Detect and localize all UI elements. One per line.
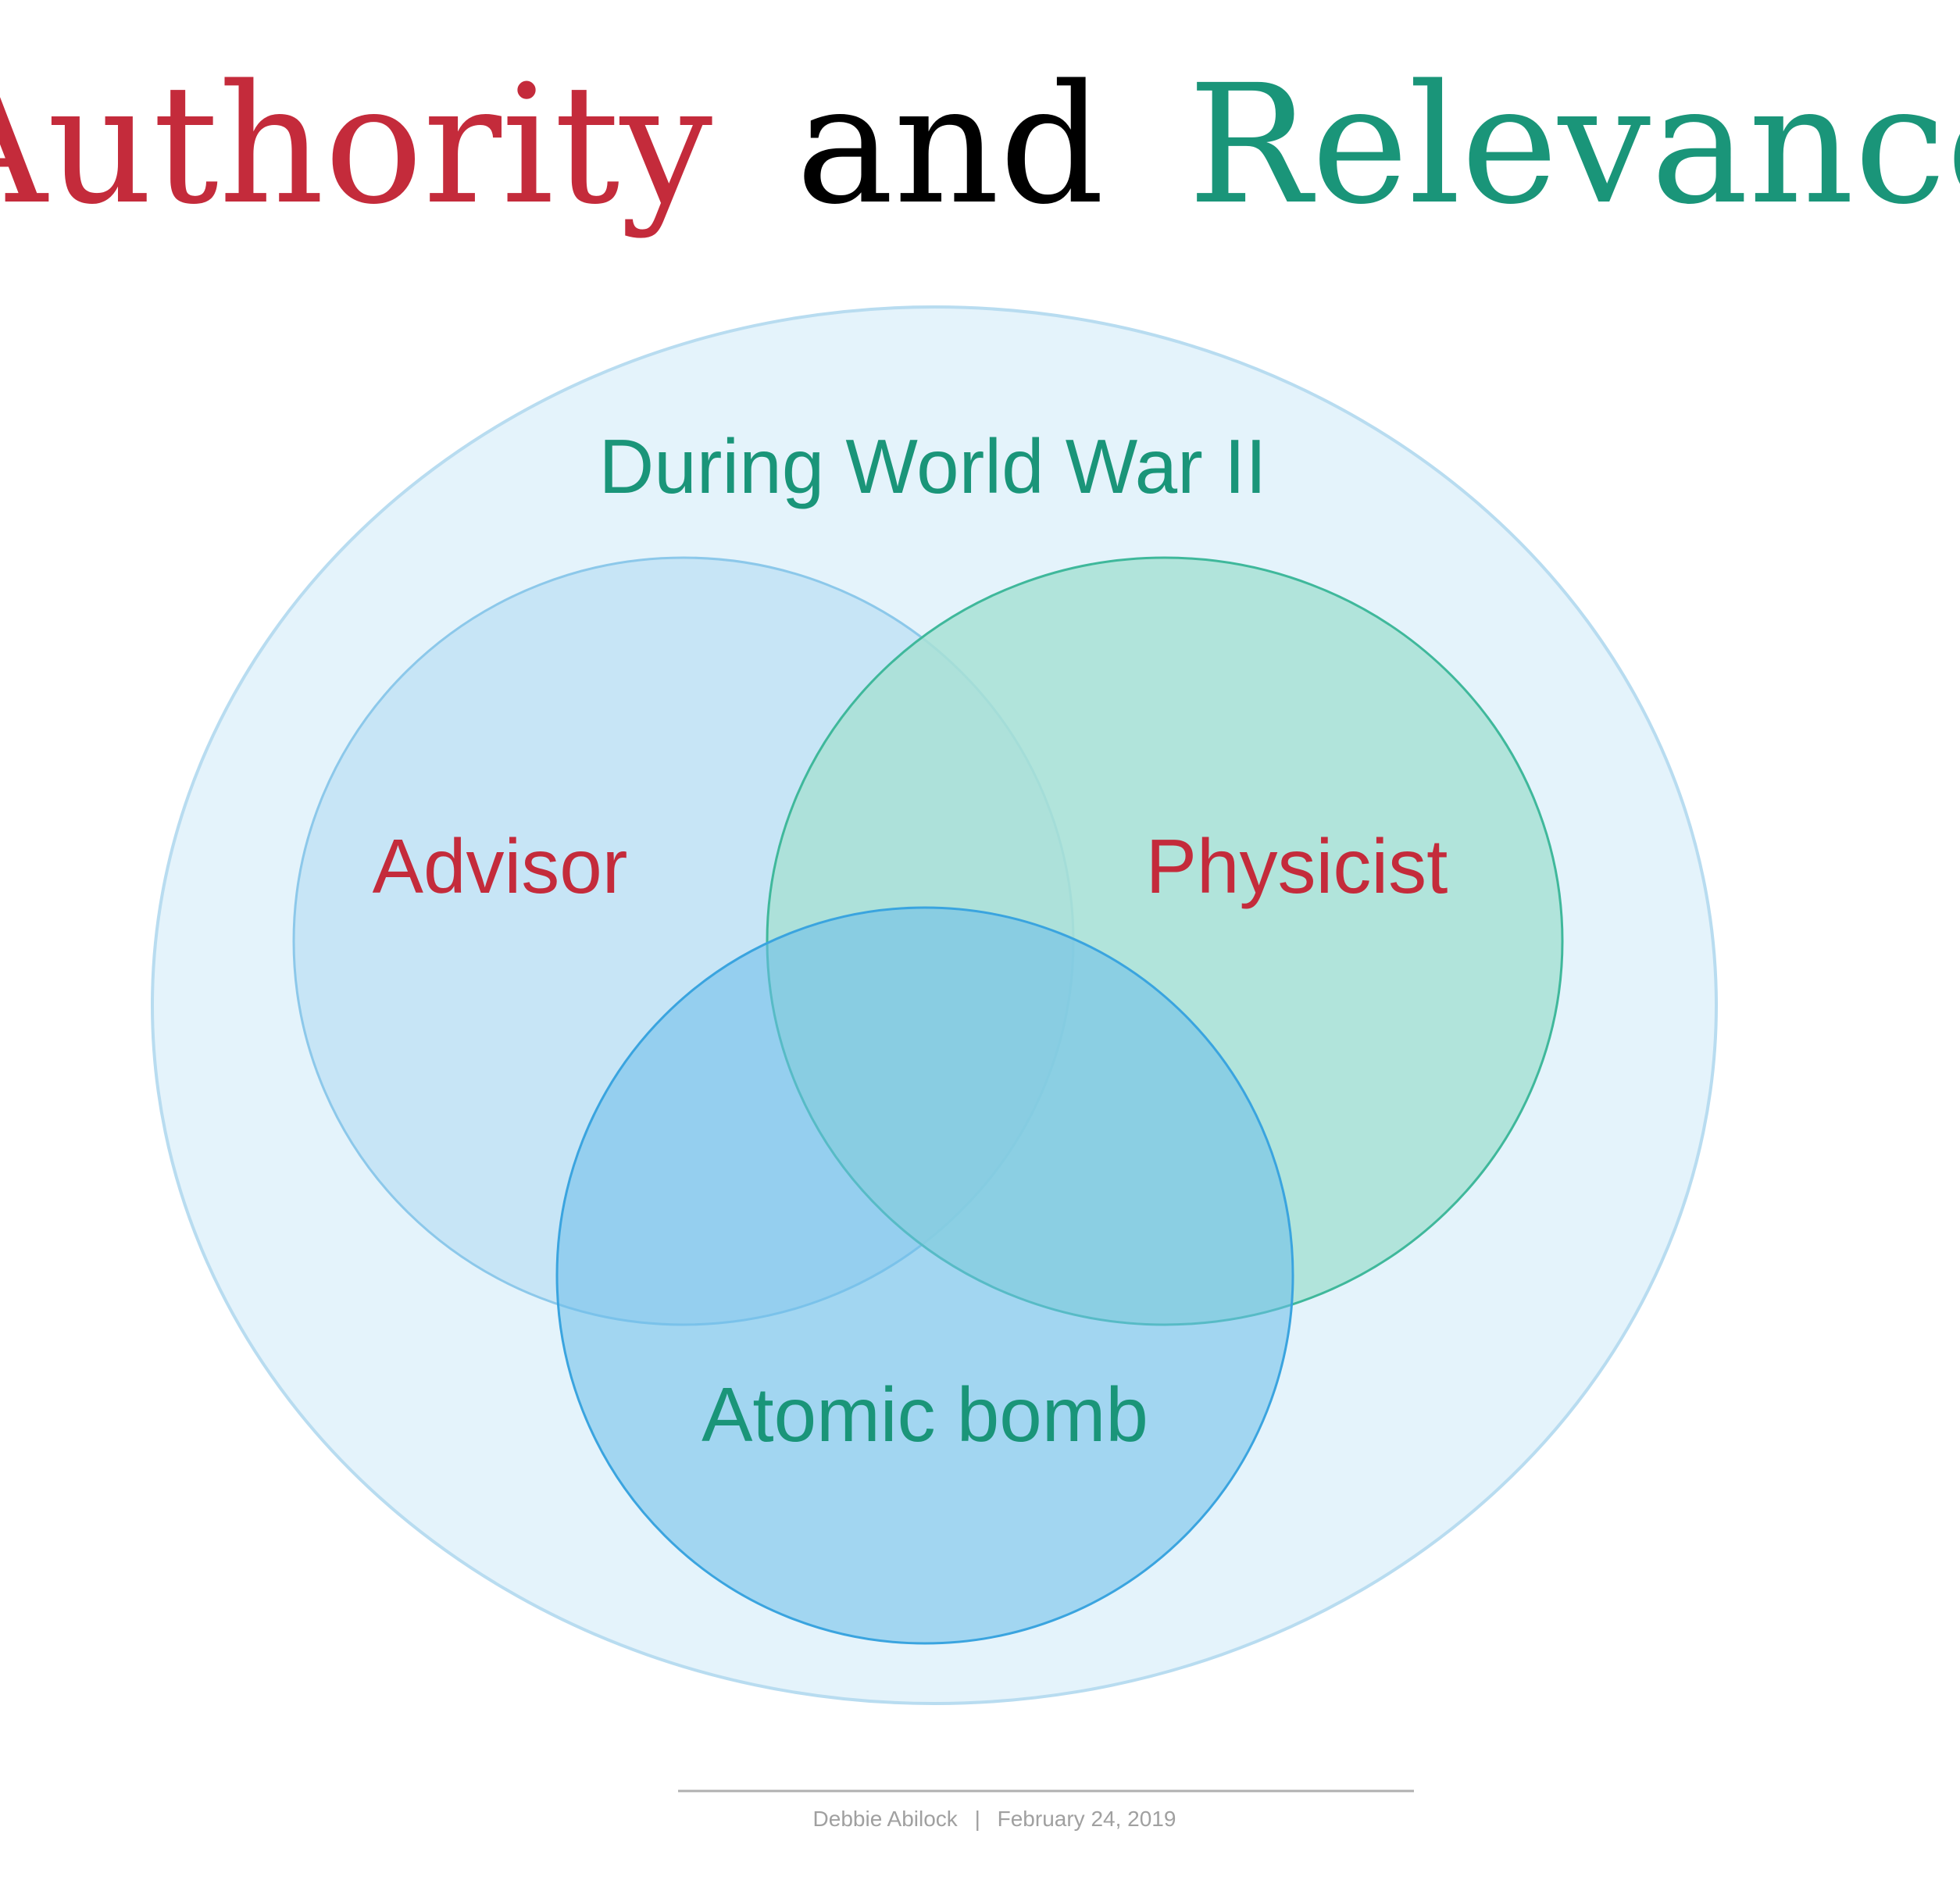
- title-and: and: [796, 49, 1105, 241]
- footer-separator: |: [975, 1807, 980, 1831]
- advisor-label: Advisor: [373, 823, 628, 909]
- physicist-label: Physicist: [1146, 823, 1448, 909]
- footer-credit: Debbie Abilock | February 24, 2019: [813, 1807, 1176, 1831]
- context-label: During World War II: [599, 423, 1267, 509]
- footer-author: Debbie Abilock: [813, 1807, 959, 1831]
- atomic-bomb-circle: [555, 906, 1294, 1645]
- footer-date: February 24, 2019: [998, 1807, 1176, 1831]
- page-title: Authority and Relevance: [0, 49, 1960, 241]
- atomic-bomb-label: Atomic bomb: [702, 1372, 1148, 1457]
- title-authority: Authority: [0, 49, 713, 241]
- title-relevance: Relevance: [1188, 49, 1960, 241]
